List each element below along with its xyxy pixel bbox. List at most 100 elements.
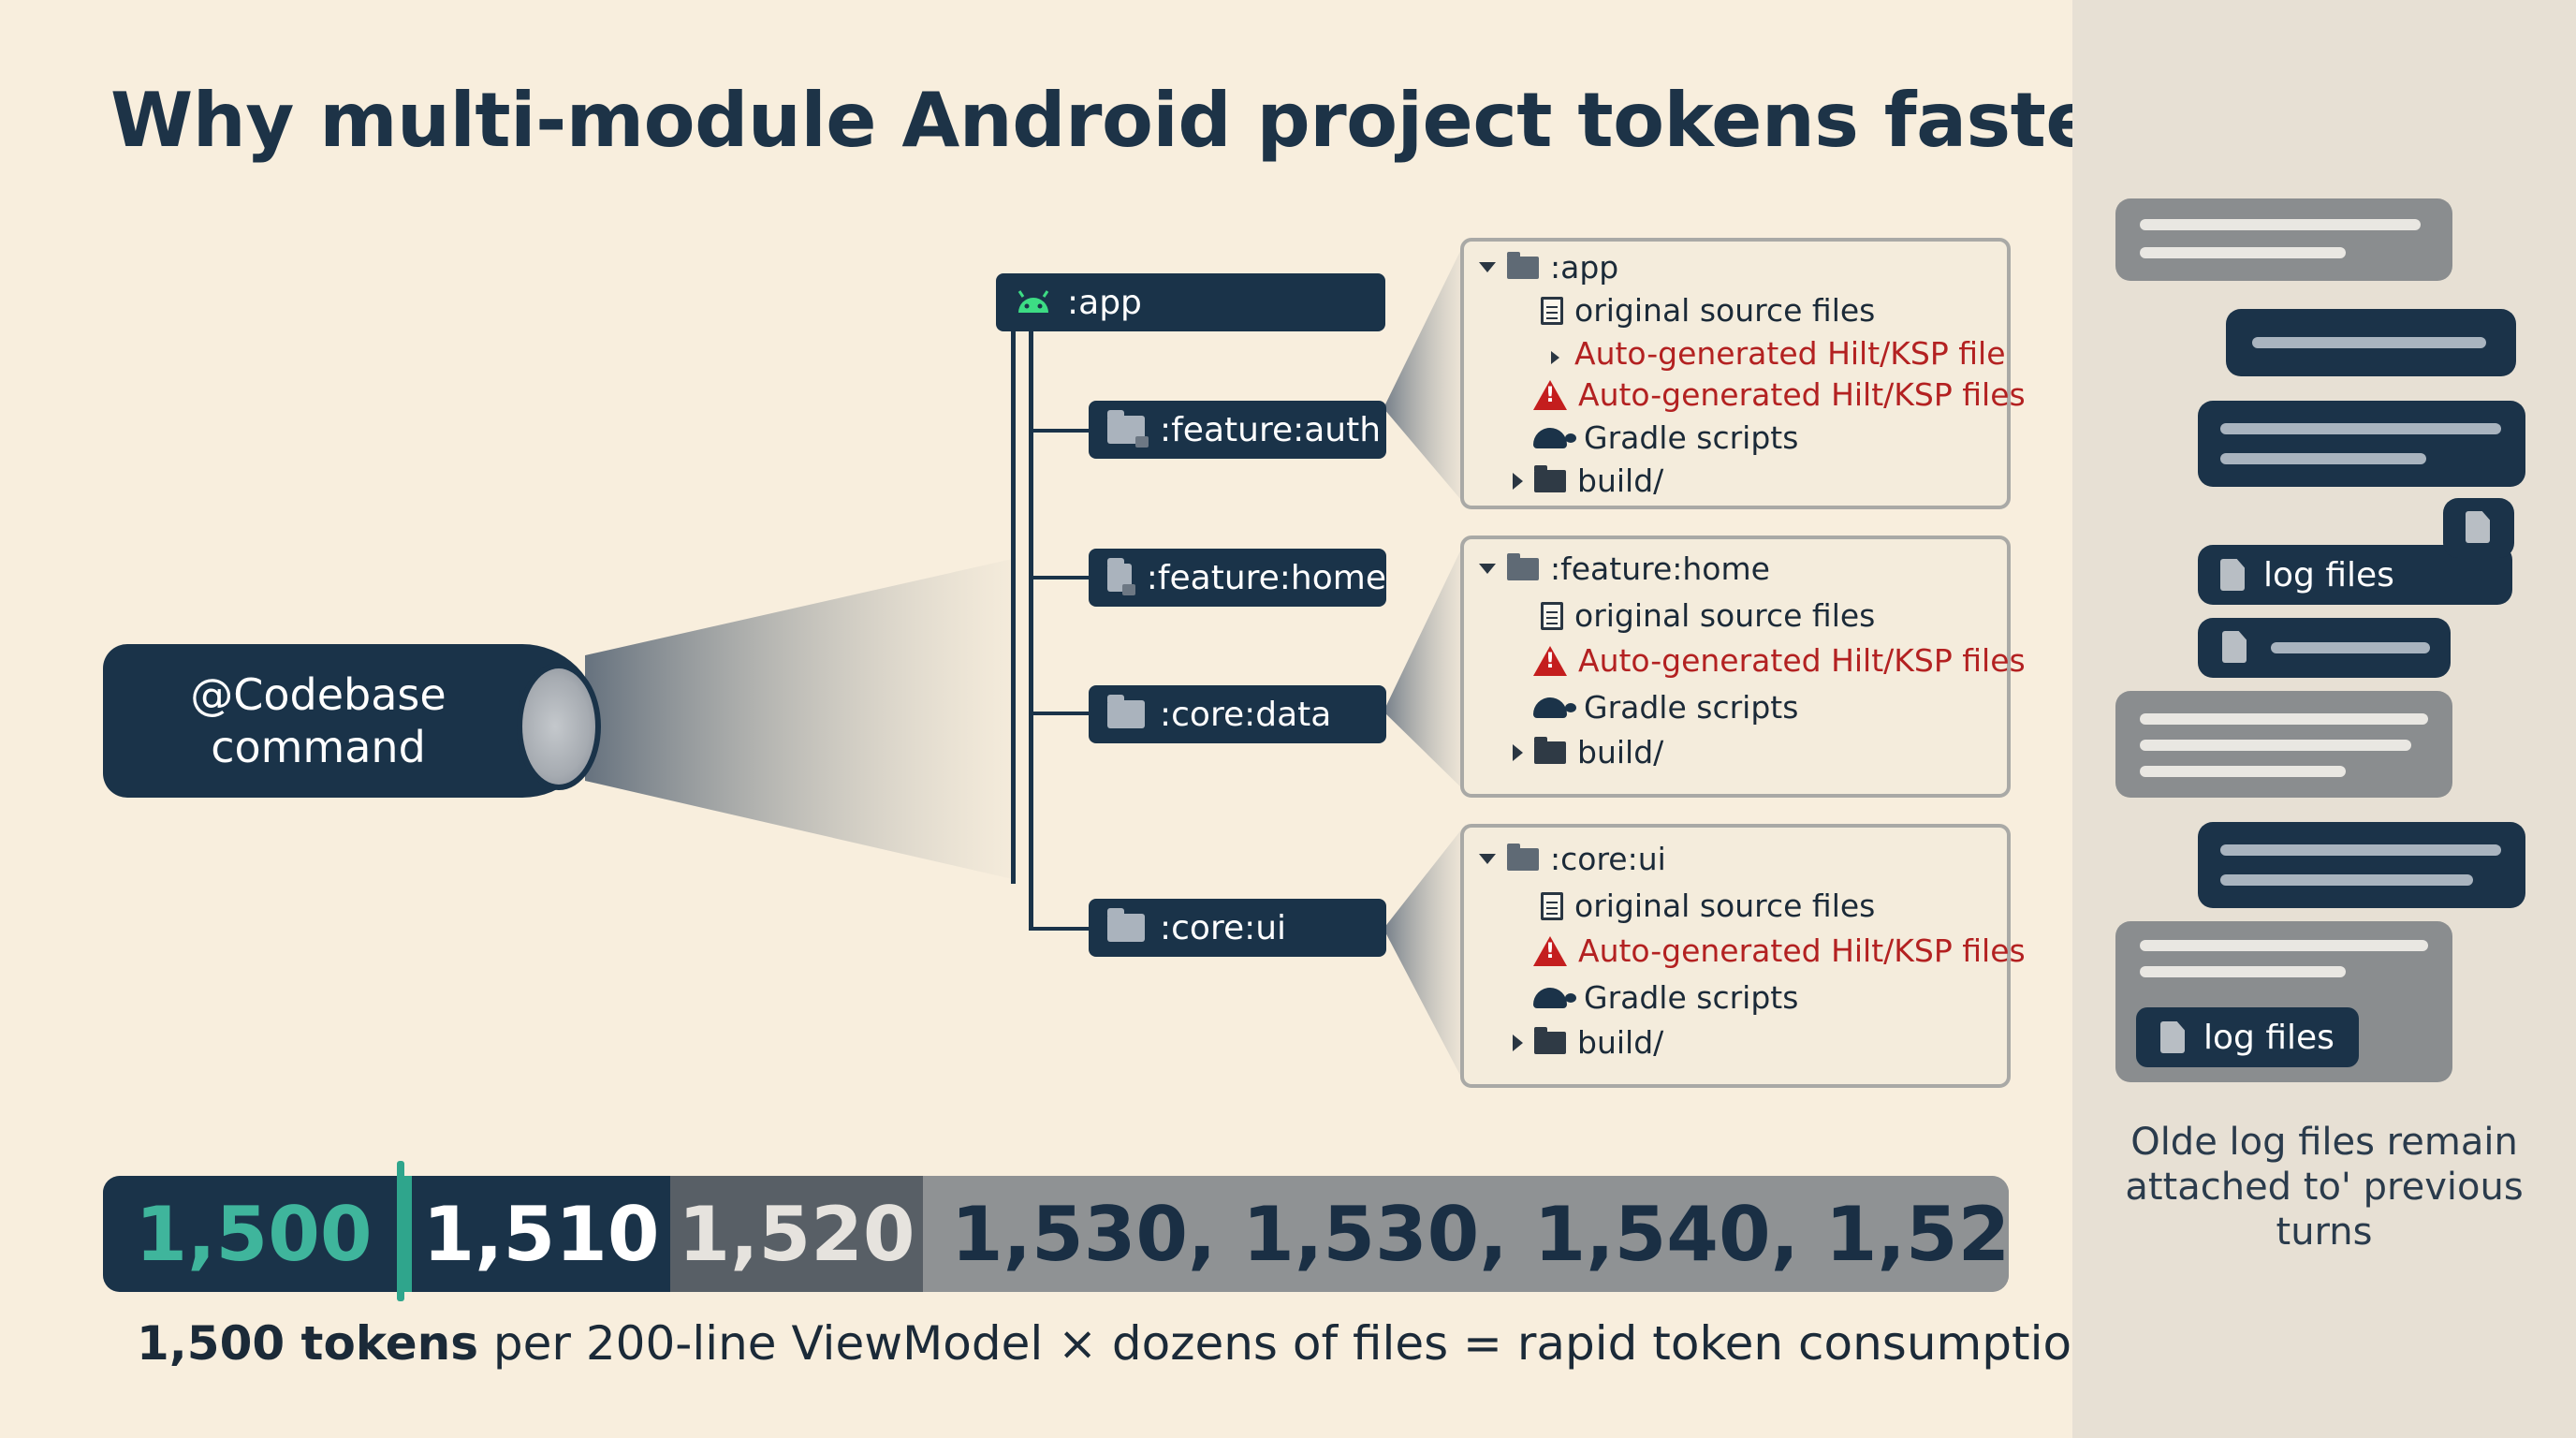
command-label-line1: @Codebase xyxy=(190,669,446,720)
module-label: :app xyxy=(1067,283,1142,322)
file-row-label: Gradle scripts xyxy=(1584,689,1799,726)
file-row[interactable]: Gradle scripts xyxy=(1533,979,1798,1016)
chat-bubble xyxy=(2115,691,2452,798)
panel-header-label: :feature:home xyxy=(1550,550,1770,587)
file-icon xyxy=(1541,601,1563,630)
file-row[interactable]: Auto-generated Hilt/KSP files xyxy=(1533,932,2026,969)
file-row[interactable]: build/ xyxy=(1513,462,1663,499)
page-title: Why multi-module Android project tokens … xyxy=(110,77,2133,164)
tree-branch-line xyxy=(1029,330,1033,929)
branch-ui xyxy=(1029,927,1090,931)
file-row-label: Auto-generated Hilt/KSP files xyxy=(1578,642,2026,679)
token-count-first: 1,500 xyxy=(103,1176,404,1292)
branch-home xyxy=(1029,576,1090,580)
file-panel-app: :app original source files Auto-generate… xyxy=(1460,238,2026,509)
tree-trunk-line xyxy=(1011,330,1016,884)
branch-data xyxy=(1029,712,1090,715)
locked-folder-icon xyxy=(1107,558,1135,595)
folder-icon xyxy=(1534,1026,1566,1054)
token-count-third: 1,520 xyxy=(670,1176,923,1292)
file-row[interactable]: original source files xyxy=(1541,888,1875,924)
module-label: :feature:auth xyxy=(1160,410,1382,449)
file-icon xyxy=(1541,891,1563,920)
file-row-label: Auto-generated Hilt/KSP files xyxy=(1578,376,2026,413)
chat-caption: Olde log files remain attached to' previ… xyxy=(2125,1121,2524,1254)
file-icon xyxy=(1541,296,1563,325)
file-icon xyxy=(2220,559,2245,591)
warning-icon xyxy=(1533,645,1567,676)
panel-header[interactable]: :feature:home xyxy=(1479,550,1770,587)
open-folder-icon xyxy=(1507,251,1539,279)
chat-bubble xyxy=(2115,198,2452,281)
log-files-chip[interactable]: log files xyxy=(2198,545,2419,605)
branch-auth xyxy=(1029,429,1090,433)
module-core-data[interactable]: :core:data xyxy=(1089,685,1386,743)
file-row-label: original source files xyxy=(1574,292,1876,329)
module-label: :core:data xyxy=(1160,695,1332,734)
attachment-label: log files xyxy=(2263,555,2394,594)
open-folder-icon xyxy=(1507,552,1539,580)
file-row[interactable]: build/ xyxy=(1513,1024,1663,1061)
file-row-label: original source files xyxy=(1574,597,1876,634)
file-row-label: Auto-generated Hilt/KSP file xyxy=(1574,335,2006,372)
module-feature-auth[interactable]: :feature:auth xyxy=(1089,401,1386,459)
gradle-icon xyxy=(1533,427,1576,448)
file-row-label: build/ xyxy=(1577,462,1664,499)
chat-bubble xyxy=(2226,309,2516,376)
file-row[interactable]: Auto-generated Hilt/KSP file xyxy=(1546,335,2006,372)
panel-header[interactable]: :app xyxy=(1479,249,1618,286)
log-files-chip[interactable]: log files xyxy=(2136,1007,2359,1067)
file-row[interactable]: Gradle scripts xyxy=(1533,419,1798,456)
module-label: :feature:home xyxy=(1146,558,1386,597)
token-count-bar: 1,500 1,510 1,520 1,530, 1,530, 1,540, 1… xyxy=(103,1176,2009,1292)
data-fan xyxy=(1383,539,1466,792)
locked-folder-icon xyxy=(1107,410,1149,448)
current-marker xyxy=(404,1176,412,1292)
token-caption: 1,500 tokens per 200-line ViewModel × do… xyxy=(137,1316,2101,1371)
expand-arrow-icon xyxy=(1513,1034,1523,1051)
caption-rest: per 200-line ViewModel × dozens of files… xyxy=(478,1316,2101,1371)
file-row-label: Gradle scripts xyxy=(1584,979,1799,1016)
open-folder-icon xyxy=(1507,843,1539,871)
gradle-icon xyxy=(1533,697,1576,718)
panel-header-label: :core:ui xyxy=(1550,841,1666,877)
chat-bubble xyxy=(2198,822,2525,908)
file-row[interactable]: build/ xyxy=(1513,734,1663,770)
module-core-ui[interactable]: :core:ui xyxy=(1089,899,1386,957)
folder-icon xyxy=(1107,695,1145,728)
file-row-label: Gradle scripts xyxy=(1584,419,1799,456)
file-row[interactable]: Auto-generated Hilt/KSP files xyxy=(1533,376,2026,413)
folder-icon xyxy=(1107,908,1145,942)
file-row[interactable]: original source files xyxy=(1541,597,1875,634)
token-count-rest: 1,530, 1,530, 1,540, 1,520 ... xyxy=(923,1176,2009,1292)
collapse-arrow-icon xyxy=(1479,854,1496,864)
collapse-arrow-icon xyxy=(1479,262,1496,272)
panel-header-label: :app xyxy=(1550,249,1619,286)
command-beam xyxy=(585,558,1017,880)
file-row[interactable]: Auto-generated Hilt/KSP files xyxy=(1533,642,2026,679)
file-panel-core-ui: :core:ui original source files Auto-gene… xyxy=(1460,824,2026,1088)
expand-arrow-icon xyxy=(1513,472,1523,490)
file-row-label: build/ xyxy=(1577,734,1664,770)
gradle-icon xyxy=(1533,987,1576,1008)
file-icon xyxy=(2466,511,2490,543)
module-feature-home[interactable]: :feature:home xyxy=(1089,549,1386,607)
panel-header[interactable]: :core:ui xyxy=(1479,841,1666,877)
file-panel-feature-home: :feature:home original source files Auto… xyxy=(1460,536,2026,798)
auth-fan xyxy=(1383,240,1466,506)
codebase-command-node: @Codebase command xyxy=(103,644,599,798)
file-icon xyxy=(2160,1021,2185,1053)
file-row[interactable]: Gradle scripts xyxy=(1533,689,1798,726)
file-icon xyxy=(2222,631,2247,663)
module-label: :core:ui xyxy=(1160,908,1287,947)
token-marker xyxy=(397,1161,404,1301)
file-row-label: Auto-generated Hilt/KSP files xyxy=(1578,932,2026,969)
chat-history-panel: log files log files xyxy=(2072,0,2576,1438)
file-row[interactable]: original source files xyxy=(1541,292,1875,329)
module-app[interactable]: :app xyxy=(996,273,1385,331)
attachment-thumbnail[interactable] xyxy=(2443,498,2514,558)
folder-icon xyxy=(1534,464,1566,492)
folder-icon xyxy=(1534,736,1566,764)
expand-arrow-icon xyxy=(1513,743,1523,761)
file-row-label: original source files xyxy=(1574,888,1876,924)
